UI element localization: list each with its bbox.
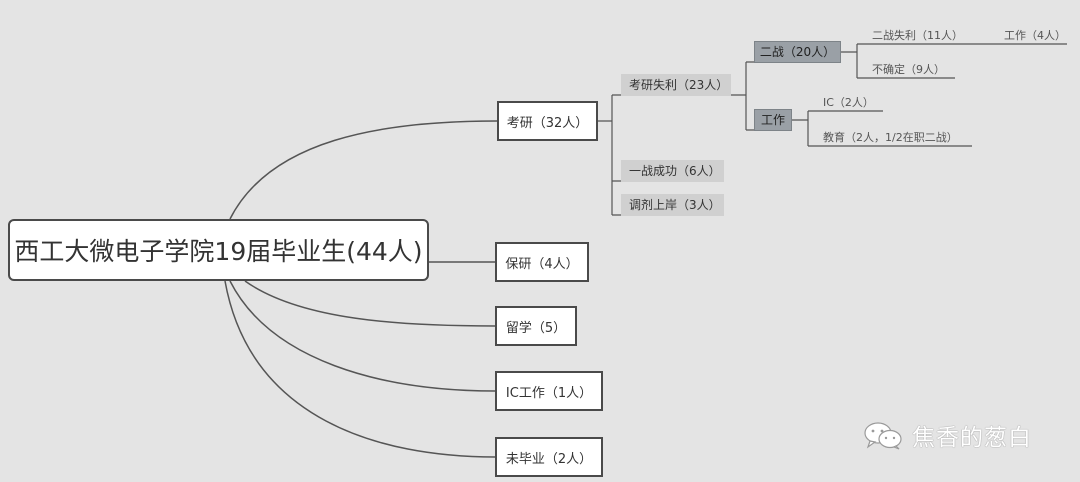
node-fail-work[interactable]: 工作 — [754, 109, 792, 131]
connector-second-leaves — [841, 43, 1067, 79]
connector-kaoyan-children — [598, 94, 621, 216]
connector-work-leaves — [792, 110, 972, 147]
node-baoyan[interactable]: 保研（4人） — [495, 242, 589, 282]
node-kaoyan-adjust[interactable]: 调剂上岸（3人） — [621, 194, 724, 216]
watermark-text: 焦香的葱白 — [912, 425, 1032, 451]
leaf-uncertain[interactable]: 不确定（9人） — [872, 63, 945, 76]
leaf-edu[interactable]: 教育（2人，1/2在职二战） — [823, 131, 958, 144]
connector-root-icwork — [229, 280, 496, 392]
wechat-icon — [864, 422, 902, 450]
connector-root-kaoyan — [229, 120, 498, 220]
watermark: 焦香的葱白 — [862, 418, 1032, 452]
node-kaoyan-fail[interactable]: 考研失利（23人） — [621, 74, 731, 96]
connector-fail-children — [731, 61, 754, 131]
root-topic[interactable]: 西工大微电子学院19届毕业生(44人) — [8, 219, 429, 281]
leaf-ic[interactable]: IC（2人） — [823, 96, 874, 109]
leaf-second-fail-work[interactable]: 工作（4人） — [1004, 29, 1066, 42]
node-second-try[interactable]: 二战（20人） — [754, 41, 841, 63]
connector-root-liuxue — [244, 280, 496, 327]
leaf-second-fail[interactable]: 二战失利（11人） — [872, 29, 963, 42]
connector-root-weibiye — [224, 280, 496, 458]
node-ic-work[interactable]: IC工作（1人） — [495, 371, 603, 411]
node-liuxue[interactable]: 留学（5） — [495, 306, 577, 346]
node-weibiye[interactable]: 未毕业（2人） — [495, 437, 603, 477]
node-kaoyan[interactable]: 考研（32人） — [497, 101, 598, 141]
node-kaoyan-success[interactable]: 一战成功（6人） — [621, 160, 724, 182]
